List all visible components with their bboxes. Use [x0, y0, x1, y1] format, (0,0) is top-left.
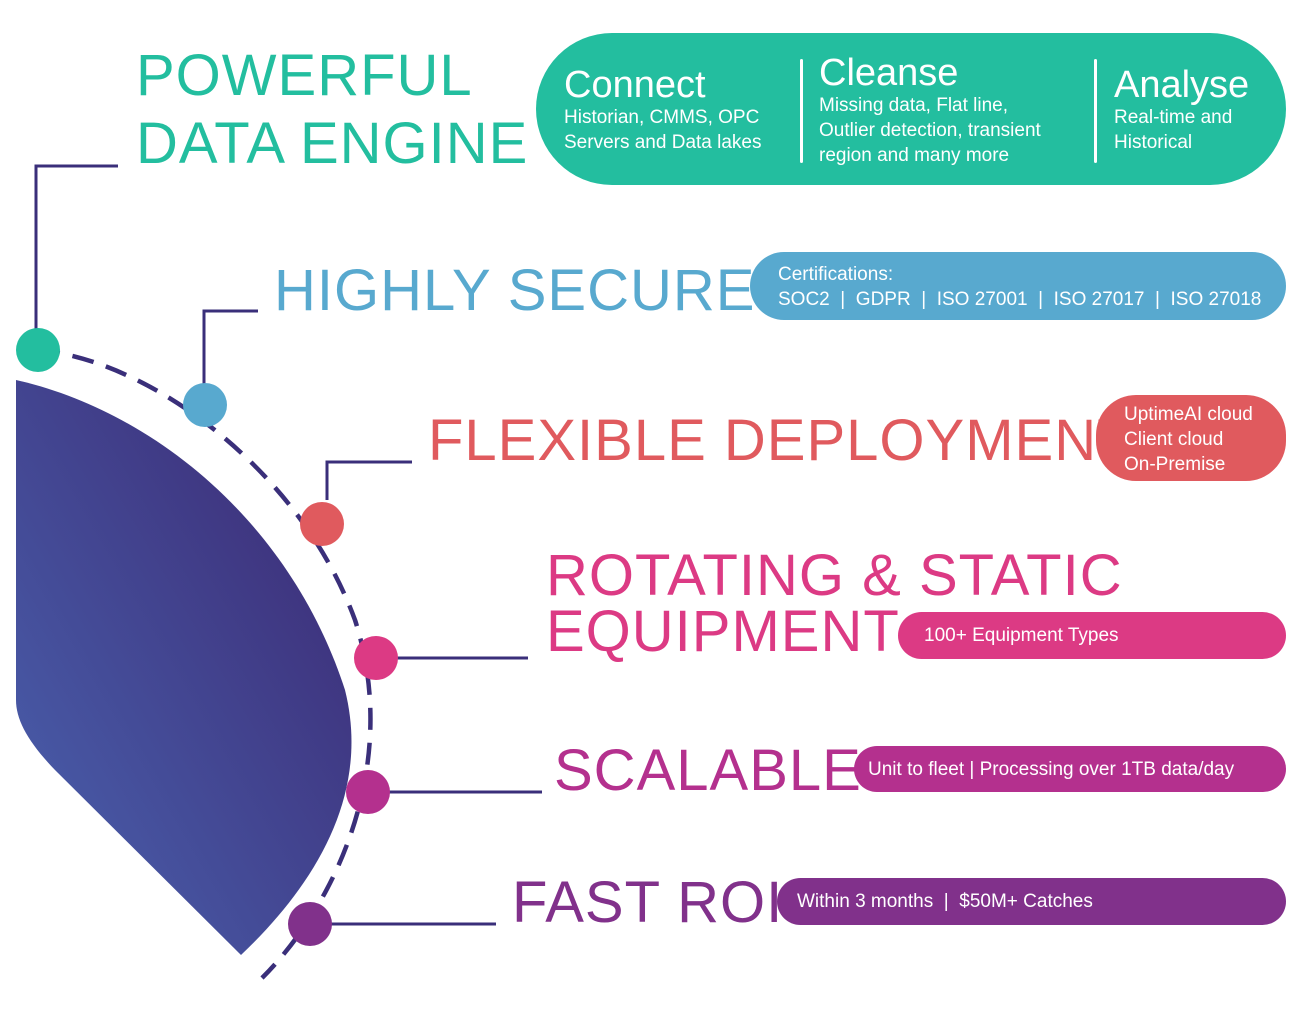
column-line: Outlier detection, transient: [819, 120, 1041, 141]
pill-flexible-deployment: UptimeAI cloud Client cloud On-Premise: [1096, 395, 1286, 481]
heading-line: SCALABLE: [554, 738, 862, 803]
pill-scalable: Unit to fleet | Processing over 1TB data…: [854, 746, 1286, 792]
heading-flexible-deployment: FLEXIBLE DEPLOYMENT: [428, 410, 1134, 472]
pill-line: 100+ Equipment Types: [924, 625, 1119, 646]
heading-line: EQUIPMENT: [546, 599, 900, 664]
column-cleanse: Cleanse Missing data, Flat line, Outlier…: [819, 53, 1041, 168]
node-scalable: [346, 770, 390, 814]
arc-shape: [16, 380, 352, 955]
node-powerful-data-engine: [16, 328, 60, 372]
heading-fast-roi: FAST ROI: [512, 872, 783, 934]
heading-line: DATA ENGINE: [136, 111, 529, 176]
pill-line: On-Premise: [1124, 454, 1226, 475]
heading-rotating-static-equipment: ROTATING & STATIC EQUIPMENT: [546, 543, 1123, 664]
heading-line: POWERFUL: [136, 43, 473, 108]
column-analyse: Analyse Real-time and Historical: [1114, 65, 1249, 155]
connector-highly-secure: [202, 309, 258, 385]
heading-scalable: SCALABLE: [554, 740, 862, 802]
heading-powerful-data-engine: POWERFUL DATA ENGINE: [136, 42, 528, 178]
pill-line: Within 3 months | $50M+ Catches: [797, 891, 1093, 912]
pill-fast-roi: Within 3 months | $50M+ Catches: [777, 878, 1286, 925]
pill-line: Client cloud: [1124, 429, 1224, 450]
connector-powerful-data-engine: [34, 164, 118, 330]
connector-flexible-deployment: [325, 460, 412, 500]
dashed-orbit: [37, 347, 373, 980]
column-line: Historian, CMMS, OPC: [564, 107, 760, 128]
pill-line: SOC2 | GDPR | ISO 27001 | ISO 27017 | IS…: [778, 289, 1262, 310]
column-divider: [800, 59, 803, 163]
heading-line: FAST ROI: [512, 870, 784, 935]
node-fast-roi: [288, 902, 332, 946]
node-flexible-deployment: [300, 502, 344, 546]
column-title: Analyse: [1114, 64, 1250, 106]
heading-line: HIGHLY SECURE: [274, 258, 756, 323]
heading-line: FLEXIBLE DEPLOYMENT: [428, 408, 1134, 473]
column-connect: Connect Historian, CMMS, OPC Servers and…: [564, 65, 762, 155]
column-line: Servers and Data lakes: [564, 132, 762, 153]
column-title: Cleanse: [819, 52, 959, 94]
pill-line: Certifications:: [778, 264, 894, 285]
pill-line: Unit to fleet | Processing over 1TB data…: [868, 759, 1235, 780]
node-highly-secure: [183, 383, 227, 427]
pill-rotating-static-equipment: 100+ Equipment Types: [898, 612, 1286, 659]
column-divider: [1094, 59, 1097, 163]
pill-data-engine: Connect Historian, CMMS, OPC Servers and…: [536, 33, 1286, 185]
column-line: Missing data, Flat line,: [819, 95, 1009, 116]
column-line: Real-time and: [1114, 107, 1233, 128]
column-line: Historical: [1114, 132, 1193, 153]
pill-line: UptimeAI cloud: [1124, 404, 1253, 425]
heading-line: ROTATING & STATIC: [546, 543, 1123, 608]
node-rotating-static-equipment: [354, 636, 398, 680]
heading-highly-secure: HIGHLY SECURE: [274, 260, 755, 322]
column-title: Connect: [564, 64, 706, 106]
column-line: region and many more: [819, 145, 1010, 166]
pill-highly-secure: Certifications: SOC2 | GDPR | ISO 27001 …: [750, 252, 1286, 320]
